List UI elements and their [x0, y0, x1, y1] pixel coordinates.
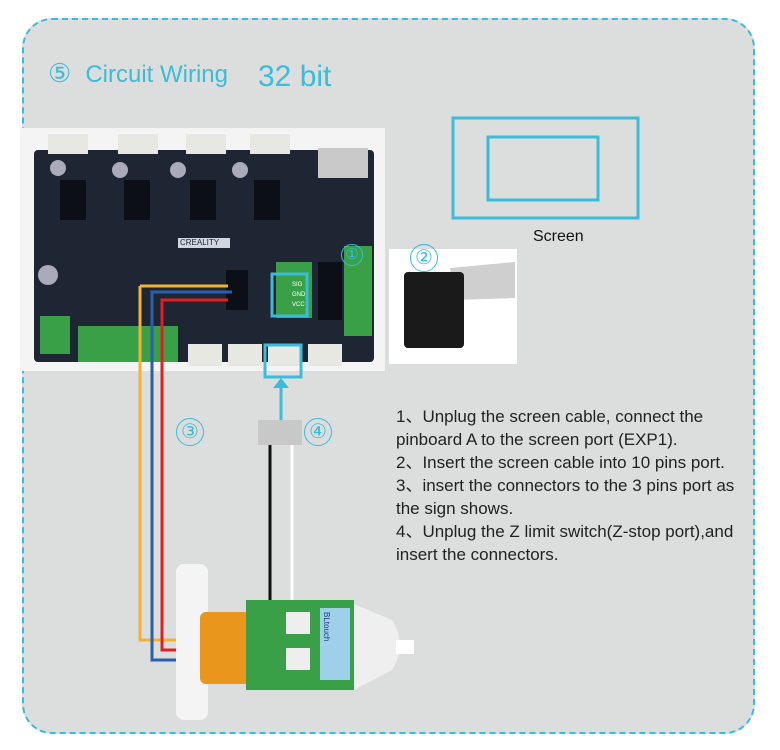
pin-vcc: VCC	[292, 302, 305, 308]
callout-2: ②	[410, 244, 438, 272]
callout-4: ④	[304, 418, 332, 446]
section-title: ⑤ Circuit Wiring 32 bit	[48, 56, 332, 93]
screen-label: Screen	[533, 228, 584, 245]
zstop-port-highlight	[263, 343, 303, 379]
callout-1: ①	[341, 244, 363, 266]
screen-outline	[451, 116, 640, 220]
pin-labels: SIG GND VCC	[292, 280, 305, 310]
sensor-label: BLtouch	[322, 612, 331, 642]
pin-sig: SIG	[292, 282, 303, 288]
callout-3: ③	[176, 418, 204, 446]
instruction-list: 1、Unplug the screen cable, connect the p…	[396, 405, 741, 566]
instruction-1: 1、Unplug the screen cable, connect the p…	[396, 407, 704, 449]
connector-block	[258, 420, 302, 445]
pin-gnd: GND	[292, 292, 306, 298]
step-number: ⑤	[48, 58, 72, 88]
pin-port-highlight	[270, 272, 309, 318]
screen-inner	[486, 135, 600, 202]
mainboard-photo	[20, 128, 385, 371]
instruction-3: 3、insert the connectors to the 3 pins po…	[396, 476, 735, 518]
subtitle-text: 32 bit	[258, 60, 332, 93]
bltouch-sensor-photo	[176, 564, 414, 720]
instruction-4: 4、Unplug the Z limit switch(Z-stop port)…	[396, 522, 734, 564]
board-brand: CREALITY	[180, 238, 220, 247]
instruction-2: 2、Insert the screen cable into 10 pins p…	[396, 453, 725, 472]
title-text: Circuit Wiring	[85, 61, 228, 88]
